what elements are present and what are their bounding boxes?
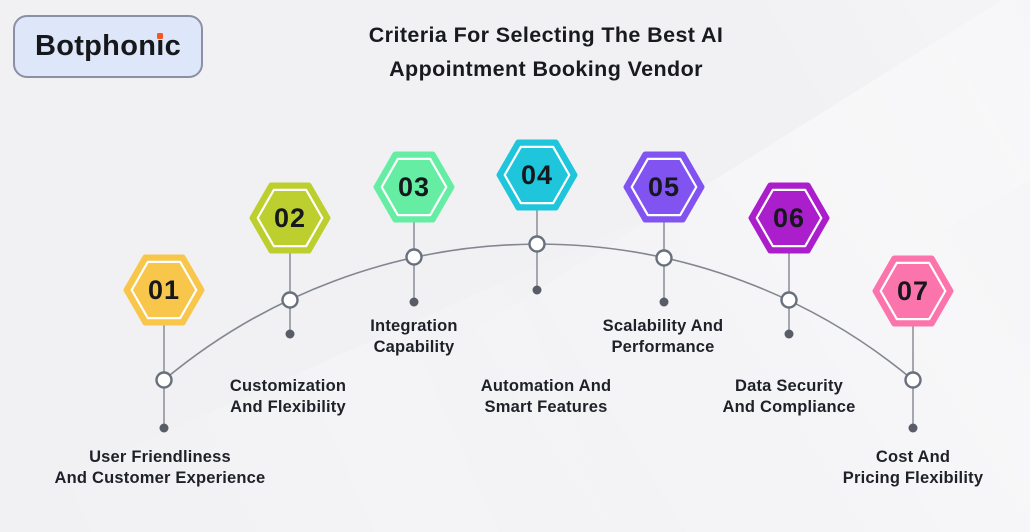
criterion-hexagon-5: 05 (623, 151, 705, 223)
arc-node-circle (904, 371, 922, 389)
criterion-label-1: User Friendliness And Customer Experienc… (54, 448, 266, 487)
criterion-label-4: Automation And Smart Features (480, 377, 612, 416)
brand-name-part: c (164, 30, 182, 62)
hexagon-shape (373, 151, 455, 223)
criterion-hexagon-7: 07 (872, 255, 954, 327)
stem-end-dot (908, 423, 918, 433)
criterion-label-6: Data Security And Compliance (722, 377, 856, 416)
stem-end-dot (784, 329, 794, 339)
criterion-number: 06 (772, 202, 806, 233)
criterion-number: 01 (147, 274, 181, 305)
page-title: Criteria For Selecting The Best AI Appoi… (246, 18, 846, 86)
arc-node-circle (528, 235, 546, 253)
logo-i-dot-accent (157, 33, 164, 39)
criterion-label-5: Scalability And Performance (602, 317, 724, 356)
criterion-hexagon-6: 06 (748, 182, 830, 254)
hexagon-shape (496, 139, 578, 211)
brand-letter-i: ı (156, 30, 164, 63)
criterion-number: 02 (273, 202, 307, 233)
criterion-hexagon-1: 01 (123, 254, 205, 326)
stem-end-dot (285, 329, 295, 339)
page-title-line1: Criteria For Selecting The Best AI (368, 23, 724, 47)
hexagon-shape (623, 151, 705, 223)
stem-end-dot (409, 297, 419, 307)
arc-node-circle (780, 291, 798, 309)
stem-end-dot (659, 297, 669, 307)
criterion-number: 05 (647, 171, 681, 202)
criterion-number: 07 (896, 275, 930, 306)
stem-end-dot (532, 285, 542, 295)
arc-node-circle (281, 291, 299, 309)
hexagon-shape (123, 254, 205, 326)
criterion-label-7: Cost And Pricing Flexibility (842, 448, 984, 487)
criterion-label-2: Customization And Flexibility (229, 377, 347, 416)
criterion-label-3: Integration Capability (370, 317, 458, 356)
brand-name-part: Botphon (34, 30, 157, 62)
arc-node-circle (405, 248, 423, 266)
hexagon-shape (872, 255, 954, 327)
criterion-number: 04 (520, 159, 554, 190)
criterion-hexagon-2: 02 (249, 182, 331, 254)
arc-node-circle (155, 371, 173, 389)
arc-line (163, 243, 914, 381)
hexagon-shape (249, 182, 331, 254)
criterion-hexagon-3: 03 (373, 151, 455, 223)
stem-end-dot (159, 423, 169, 433)
page-title-line2: Appointment Booking Vendor (389, 57, 703, 81)
criterion-number: 03 (397, 171, 431, 202)
brand-name-part: ı (156, 30, 165, 62)
criterion-hexagon-4: 04 (496, 139, 578, 211)
arc-node-circle (655, 249, 673, 267)
hexagon-shape (748, 182, 830, 254)
